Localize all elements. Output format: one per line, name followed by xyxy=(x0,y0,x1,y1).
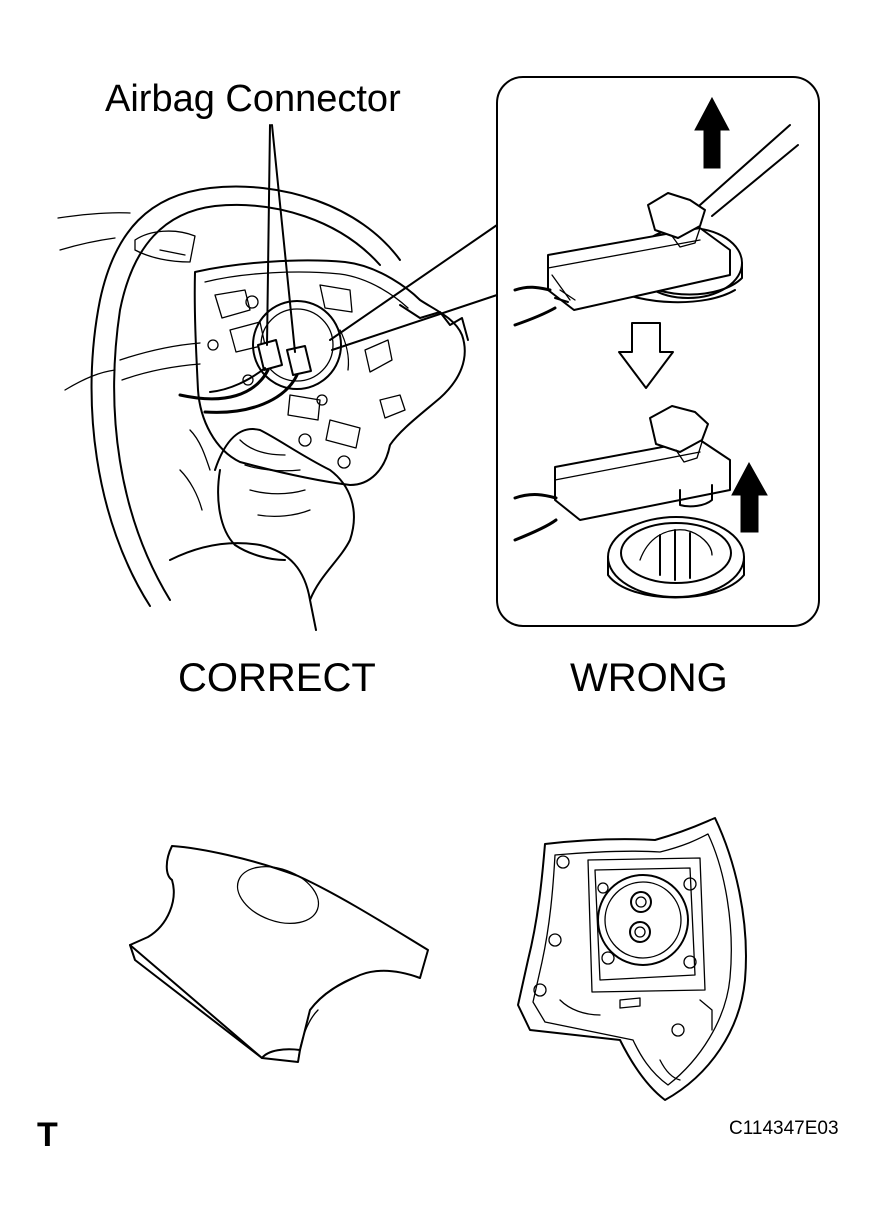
zoom-lines xyxy=(329,224,498,351)
corner-mark: T xyxy=(37,1116,58,1154)
steering-wheel-illustration xyxy=(57,185,469,631)
airbag-front-cover xyxy=(129,845,429,1063)
wrong-label: WRONG xyxy=(570,656,728,700)
airbag-connector-label: Airbag Connector xyxy=(105,78,401,120)
pull-up-arrow-icon-lower xyxy=(731,461,768,533)
airbag-back-view xyxy=(517,817,747,1101)
pull-up-arrow-icon xyxy=(694,96,730,169)
airbag-connector-leader-lines xyxy=(266,124,296,353)
wrong-panel xyxy=(496,76,820,627)
correct-label: CORRECT xyxy=(178,656,376,700)
figure-code: C114347E03 xyxy=(729,1118,839,1139)
outline-down-arrow-icon xyxy=(618,322,674,389)
